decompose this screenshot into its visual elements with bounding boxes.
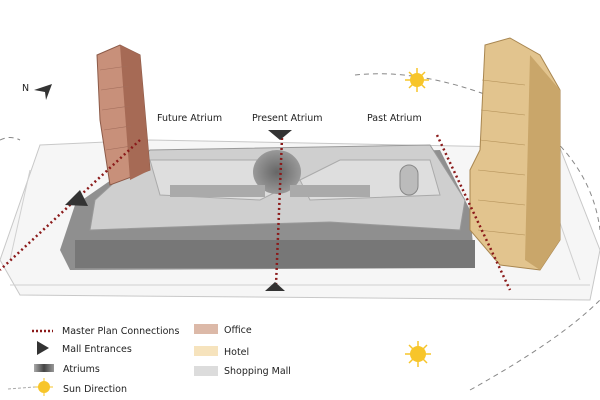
mall-entrance-bottom <box>265 282 285 291</box>
sun-icon <box>35 378 53 396</box>
legend-label: Sun Direction <box>63 384 127 395</box>
sun-icon-top <box>405 68 429 92</box>
triangle-icon <box>37 341 49 355</box>
legend-label: Shopping Mall <box>224 366 291 377</box>
north-arrow-icon <box>34 84 52 100</box>
legend-label: Office <box>224 325 252 336</box>
office-swatch <box>194 324 218 334</box>
hotel-tower <box>469 37 561 271</box>
shopping-mall-swatch <box>194 366 218 376</box>
legend: Master Plan Connections Mall Entrances A… <box>7 324 291 396</box>
legend-label: Atriums <box>63 364 100 375</box>
mall-entrance-top <box>268 130 292 140</box>
present-atrium-label: Present Atrium <box>252 113 323 124</box>
legend-label: Mall Entrances <box>62 344 132 355</box>
hotel-swatch <box>194 346 218 356</box>
legend-label: Master Plan Connections <box>62 326 179 337</box>
legend-label: Hotel <box>224 347 249 358</box>
sun-icon-bottom <box>405 341 431 367</box>
future-atrium-label: Future Atrium <box>157 113 222 124</box>
gradient-bar-icon <box>34 364 54 372</box>
office-tower <box>96 44 151 186</box>
present-atrium-dome <box>253 150 301 194</box>
mall-entrance-left <box>65 190 88 206</box>
north-label: N <box>22 83 29 94</box>
shopping-mall <box>60 144 475 270</box>
past-atrium-label: Past Atrium <box>367 113 422 124</box>
